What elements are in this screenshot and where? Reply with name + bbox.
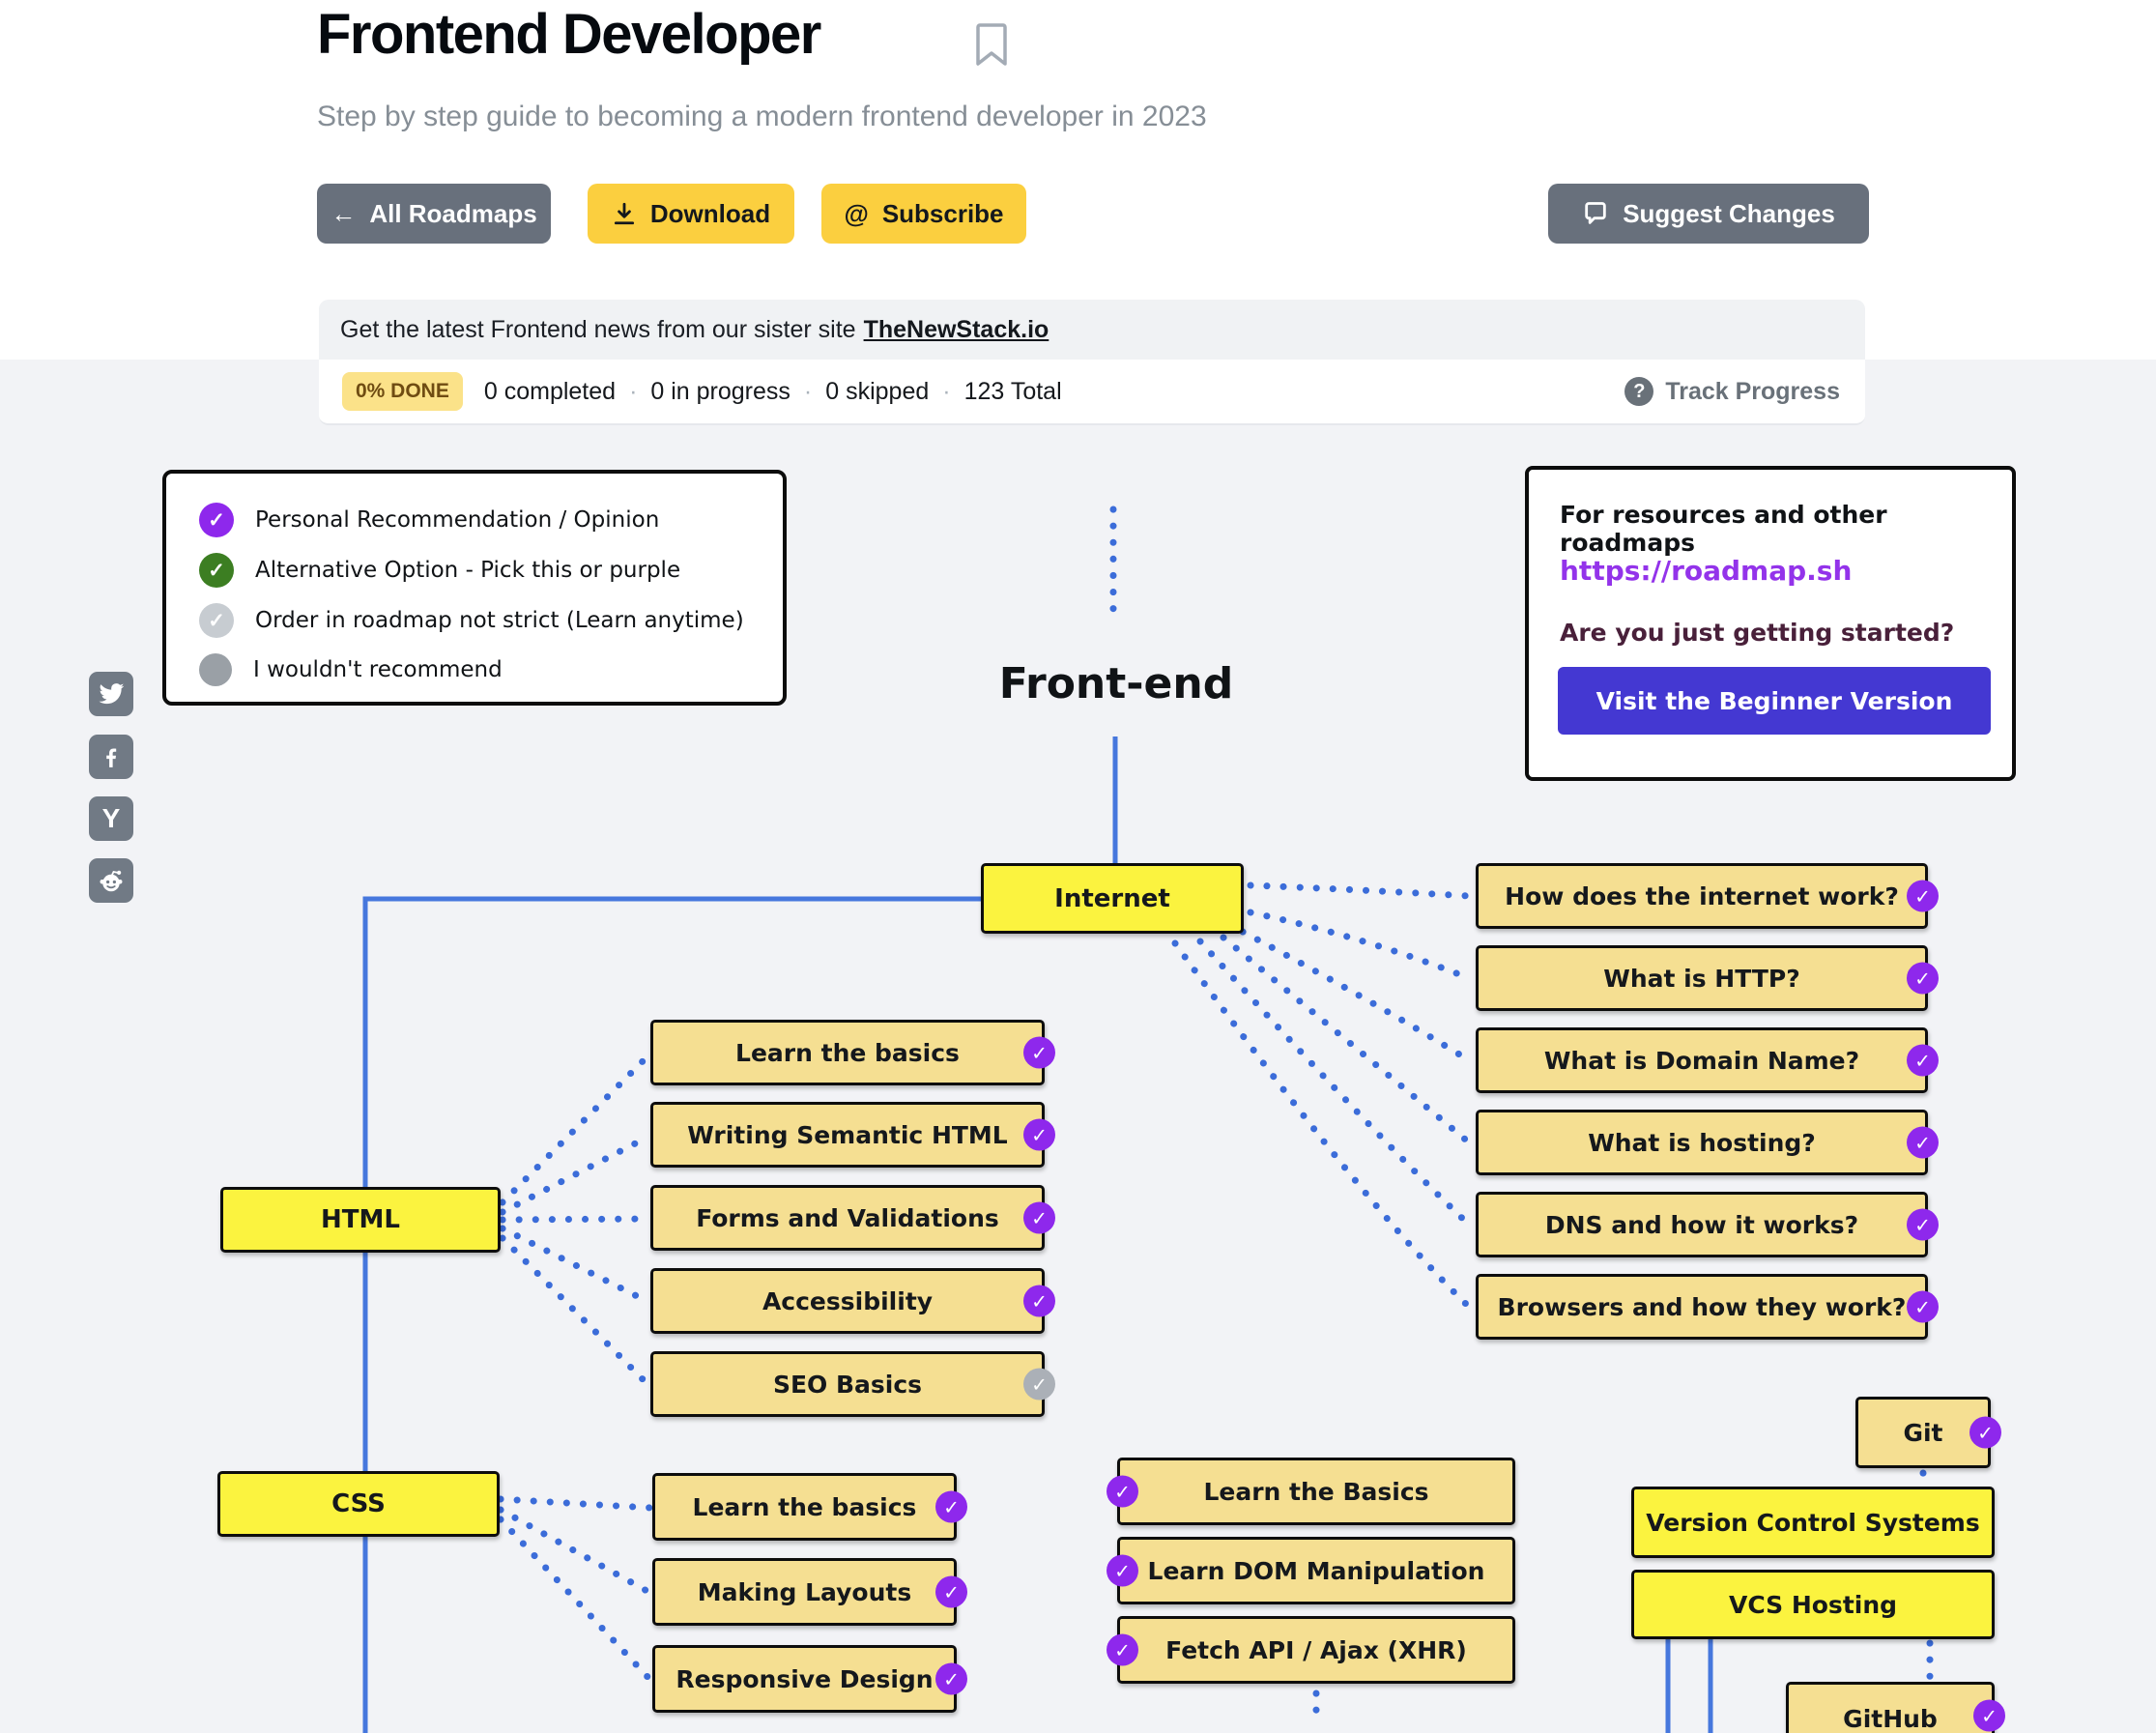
node-vcs-hosting[interactable]: VCS Hosting — [1631, 1570, 1995, 1639]
stat-total: 123 Total — [963, 377, 1062, 405]
arrow-left-icon: ← — [331, 198, 357, 228]
topic-css-learn-the-basics[interactable]: Learn the basics — [652, 1473, 967, 1541]
legend-box: Personal Recommendation / Opinion Altern… — [162, 470, 787, 706]
track-progress-button[interactable]: ? Track Progress — [1624, 377, 1840, 406]
stat-completed: 0 completed — [483, 377, 617, 405]
download-icon — [612, 201, 637, 226]
speech-bubble-icon — [1582, 200, 1609, 227]
legend-item: Personal Recommendation / Opinion — [199, 503, 659, 537]
purple-check-icon — [1107, 1475, 1138, 1508]
topic-what-is-hosting[interactable]: What is hosting? — [1476, 1110, 1939, 1175]
page-subtitle: Step by step guide to becoming a modern … — [317, 101, 1207, 132]
gray-check-icon — [199, 603, 234, 638]
topic-browsers-and-how-they-work[interactable]: Browsers and how they work? — [1476, 1274, 1939, 1340]
topic-accessibility[interactable]: Accessibility — [650, 1268, 1055, 1334]
suggest-changes-button[interactable]: Suggest Changes — [1548, 184, 1869, 244]
gray-check-icon — [1023, 1368, 1055, 1401]
roadmap-sh-link[interactable]: https://roadmap.sh — [1560, 555, 1853, 587]
purple-check-icon — [1907, 962, 1939, 995]
purple-check-icon — [199, 503, 234, 537]
legend-item: Order in roadmap not strict (Learn anyti… — [199, 603, 744, 638]
topic-dns-and-how-it-works[interactable]: DNS and how it works? — [1476, 1192, 1939, 1257]
purple-check-icon — [1023, 1118, 1055, 1151]
topic-how-does-the-internet-work[interactable]: How does the internet work? — [1476, 863, 1939, 929]
purple-check-icon — [1907, 1126, 1939, 1159]
share-twitter-button[interactable] — [89, 672, 133, 716]
purple-check-icon — [1023, 1036, 1055, 1069]
topic-responsive-design[interactable]: Responsive Design — [652, 1645, 967, 1713]
legend-item: Alternative Option - Pick this or purple — [199, 553, 680, 588]
purple-check-icon — [1969, 1416, 2001, 1449]
resources-info-box: For resources and other roadmaps https:/… — [1525, 466, 2016, 781]
thenewstack-link[interactable]: TheNewStack.io — [863, 315, 1049, 343]
progress-strip: 0% DONE 0 completed · 0 in progress · 0 … — [319, 360, 1865, 425]
all-roadmaps-button[interactable]: ← All Roadmaps — [317, 184, 551, 244]
hackernews-icon: Y — [101, 803, 121, 833]
purple-check-icon — [1907, 1044, 1939, 1077]
purple-check-icon — [1023, 1285, 1055, 1317]
topic-writing-semantic-html[interactable]: Writing Semantic HTML — [650, 1102, 1055, 1168]
info-question: Are you just getting started? — [1560, 619, 1955, 647]
topic-what-is-http[interactable]: What is HTTP? — [1476, 945, 1939, 1011]
share-hackernews-button[interactable]: Y — [89, 796, 133, 841]
help-icon: ? — [1624, 377, 1654, 406]
green-check-icon — [199, 553, 234, 588]
node-version-control-systems[interactable]: Version Control Systems — [1631, 1487, 1995, 1558]
roadmap-root-title: Front-end — [998, 659, 1234, 708]
topic-html-learn-the-basics[interactable]: Learn the basics — [650, 1020, 1055, 1085]
at-sign-icon: @ — [844, 198, 869, 228]
legend-item: I wouldn't recommend — [199, 653, 503, 686]
bookmark-icon[interactable] — [974, 21, 1009, 72]
info-heading: For resources and other roadmaps — [1560, 501, 1887, 557]
purple-check-icon — [1907, 1208, 1939, 1241]
share-reddit-button[interactable] — [89, 858, 133, 903]
node-html[interactable]: HTML — [220, 1187, 501, 1253]
page-title: Frontend Developer — [317, 3, 821, 66]
topic-github[interactable]: GitHub — [1786, 1682, 2005, 1733]
facebook-icon — [106, 748, 117, 767]
twitter-icon — [99, 683, 125, 705]
topic-git[interactable]: Git — [1855, 1397, 2001, 1468]
topic-what-is-domain-name[interactable]: What is Domain Name? — [1476, 1027, 1939, 1093]
gray-circle-icon — [199, 653, 232, 686]
purple-check-icon — [935, 1575, 967, 1608]
node-css[interactable]: CSS — [217, 1471, 500, 1537]
done-badge: 0% DONE — [342, 372, 463, 411]
purple-check-icon — [1107, 1554, 1138, 1587]
purple-check-icon — [1023, 1201, 1055, 1234]
visit-beginner-version-button[interactable]: Visit the Beginner Version — [1558, 667, 1991, 735]
stat-in-progress: 0 in progress — [650, 377, 791, 405]
topic-seo-basics[interactable]: SEO Basics — [650, 1351, 1055, 1417]
topic-js-learn-the-basics[interactable]: Learn the Basics — [1107, 1458, 1515, 1525]
topic-making-layouts[interactable]: Making Layouts — [652, 1558, 967, 1626]
purple-check-icon — [1107, 1633, 1138, 1666]
reddit-icon — [100, 870, 123, 892]
purple-check-icon — [1907, 1290, 1939, 1323]
share-facebook-button[interactable] — [89, 735, 133, 779]
purple-check-icon — [935, 1490, 967, 1523]
node-internet[interactable]: Internet — [981, 863, 1244, 934]
subscribe-button[interactable]: @ Subscribe — [821, 184, 1026, 244]
topic-forms-and-validations[interactable]: Forms and Validations — [650, 1185, 1055, 1251]
news-banner: Get the latest Frontend news from our si… — [319, 300, 1865, 360]
purple-check-icon — [1907, 880, 1939, 912]
topic-learn-dom-manipulation[interactable]: Learn DOM Manipulation — [1107, 1537, 1515, 1604]
topic-fetch-api-ajax-xhr[interactable]: Fetch API / Ajax (XHR) — [1107, 1616, 1515, 1684]
purple-check-icon — [1973, 1699, 2005, 1732]
stat-skipped: 0 skipped — [825, 377, 930, 405]
purple-check-icon — [935, 1662, 967, 1695]
download-button[interactable]: Download — [588, 184, 794, 244]
